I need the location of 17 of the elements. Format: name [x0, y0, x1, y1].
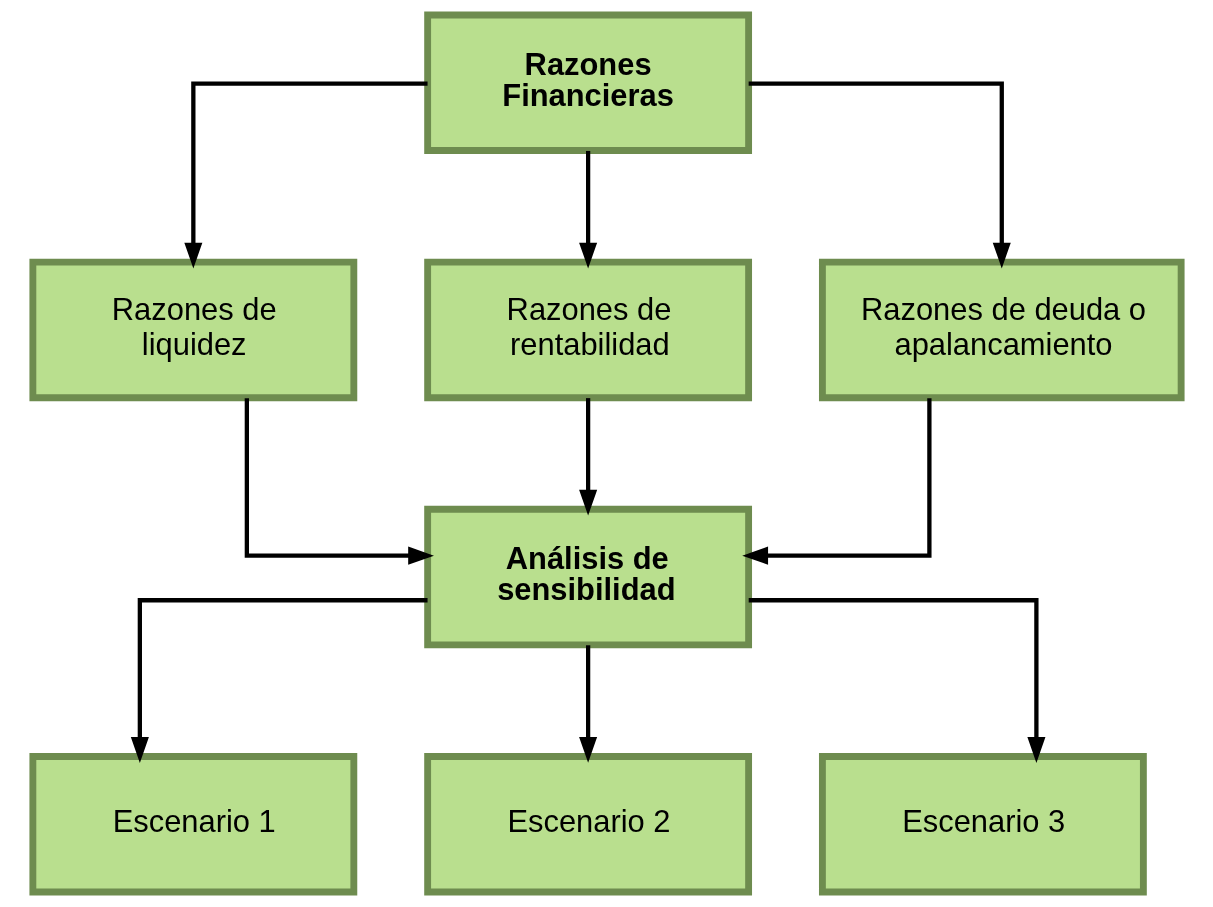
node-box: Escenario 3 [818, 753, 1147, 896]
node-box: Razones de liquidez [28, 258, 357, 402]
node-box: Análisis de sensibilidad [423, 505, 752, 649]
node-box: Razones de rentabilidad [423, 258, 752, 402]
arrow [748, 598, 1045, 763]
arrow [578, 645, 597, 763]
node-box: Escenario 1 [28, 753, 357, 896]
node-box: Razones de deuda o apalancamiento [818, 258, 1185, 402]
arrow [578, 150, 597, 269]
node-box: Razones Financieras [423, 11, 752, 154]
arrow [741, 398, 932, 565]
arrow [183, 81, 428, 269]
node-box: Escenario 2 [423, 753, 752, 896]
arrow [578, 398, 597, 516]
arrow [130, 598, 428, 763]
arrow [244, 398, 434, 565]
arrow [748, 81, 1011, 269]
